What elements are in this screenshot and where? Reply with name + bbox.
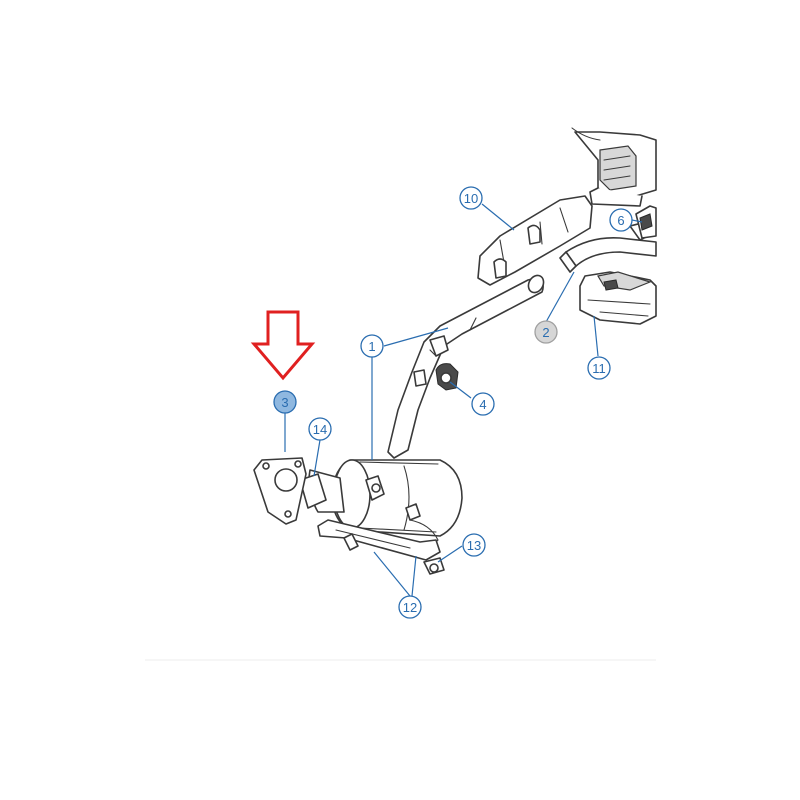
callout-11-label: 11 [592, 361, 606, 376]
callout-13-label: 13 [467, 538, 481, 553]
callout-6: 6 [609, 208, 633, 232]
leader-11 [593, 315, 599, 357]
callout-2: 2 [534, 320, 558, 344]
callout-11: 11 [587, 356, 611, 380]
part-3-flange [253, 457, 307, 525]
part-upper-muffler [571, 127, 657, 207]
callout-14: 14 [308, 417, 332, 441]
part-6-hanger [635, 205, 657, 239]
callout-4-label: 4 [479, 397, 486, 412]
callout-14-label: 14 [313, 422, 327, 437]
callout-13: 13 [462, 533, 486, 557]
callout-4: 4 [471, 392, 495, 416]
part-12-brackets [317, 519, 441, 561]
callout-12-label: 12 [403, 600, 417, 615]
leader-13 [437, 545, 463, 563]
down-arrow-outline-icon [250, 310, 316, 381]
leader-1 [383, 327, 449, 347]
leader-lines [284, 203, 643, 597]
leader-2 [545, 271, 575, 323]
part-14-gasket [299, 473, 327, 509]
leader-10 [481, 203, 515, 231]
leader-12a [373, 551, 411, 597]
callout-1-label: 1 [368, 339, 375, 354]
part-11-heat-shield [579, 271, 657, 325]
callout-2-label: 2 [542, 325, 549, 340]
part-10-heat-shield [477, 195, 593, 286]
leader-14 [313, 439, 321, 477]
leader-4 [449, 381, 472, 399]
callout-3-label: 3 [281, 395, 288, 410]
callout-3: 3 [273, 390, 297, 414]
part-1-exhaust-pipe [387, 274, 545, 459]
callout-10-label: 10 [464, 191, 478, 206]
callout-12: 12 [398, 595, 422, 619]
leader-12b [411, 555, 417, 597]
callout-6-label: 6 [617, 213, 624, 228]
callout-1: 1 [360, 334, 384, 358]
callout-10: 10 [459, 186, 483, 210]
leader-6 [631, 219, 643, 223]
